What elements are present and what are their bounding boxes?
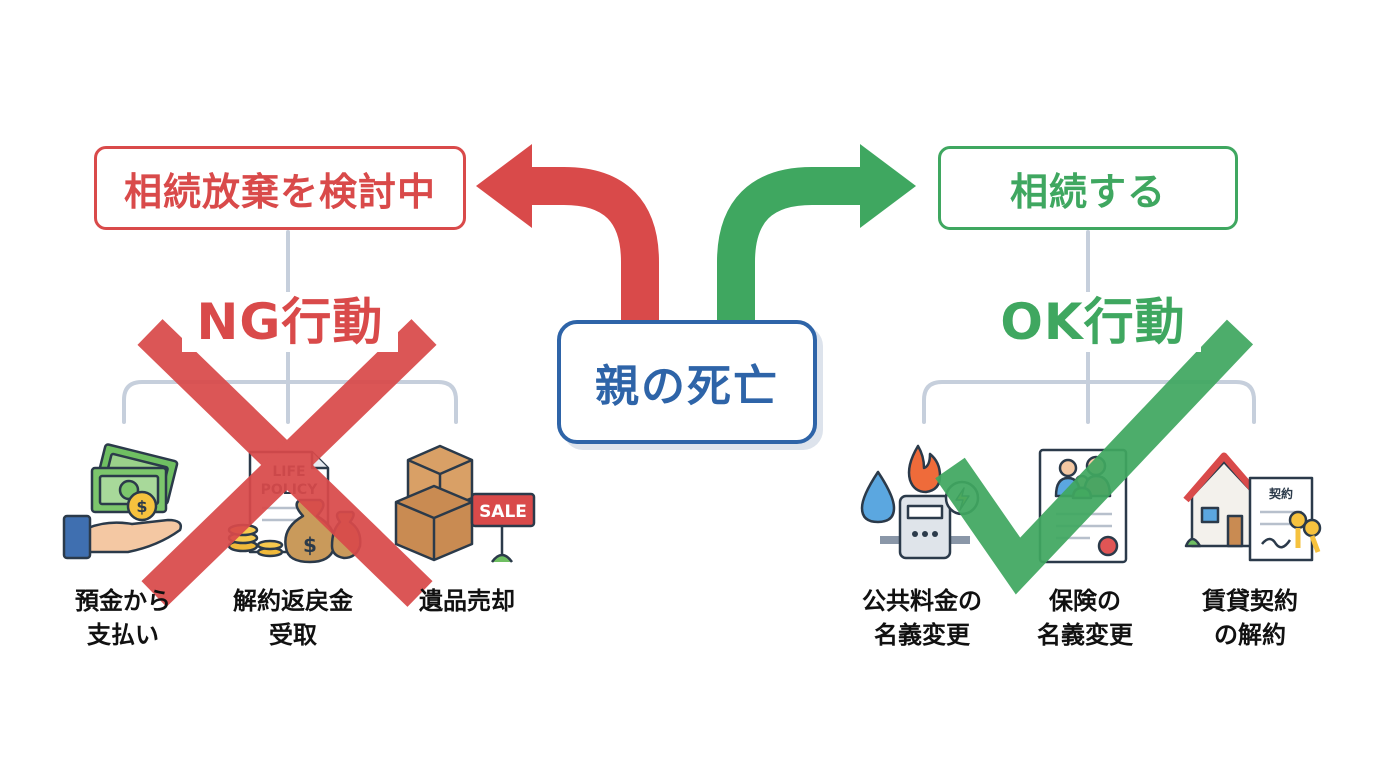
svg-text:$: $ bbox=[303, 533, 317, 557]
ok-item-label: 公共料金の 名義変更 bbox=[862, 587, 982, 649]
ng-heading: NG行動 bbox=[182, 292, 398, 352]
ng-item-label: 遺品売却 bbox=[419, 587, 515, 615]
right-branch-title: 相続する bbox=[938, 146, 1238, 230]
boxes-sale-icon: SALE bbox=[394, 444, 536, 563]
svg-text:SALE: SALE bbox=[479, 502, 527, 522]
ng-item-label: 預金から 支払い bbox=[75, 587, 171, 649]
svg-text:$: $ bbox=[136, 497, 147, 516]
red-arrow bbox=[476, 144, 659, 322]
hand-money-icon: $ bbox=[62, 443, 182, 560]
center-node: 親の死亡 bbox=[557, 320, 817, 444]
ng-item-label: 解約返戻金 受取 bbox=[233, 587, 353, 649]
right-connectors bbox=[922, 230, 1256, 424]
ok-item-label: 賃貸契約 の解約 bbox=[1202, 587, 1298, 649]
ok-item-label: 保険の 名義変更 bbox=[1037, 587, 1133, 649]
green-arrow bbox=[717, 144, 916, 322]
ng-cross-icon bbox=[137, 319, 437, 607]
ok-check-icon bbox=[935, 319, 1254, 595]
left-connectors bbox=[122, 230, 458, 424]
ok-heading: OK行動 bbox=[985, 292, 1201, 352]
left-branch-title: 相続放棄を検討中 bbox=[94, 146, 466, 230]
svg-text:契約: 契約 bbox=[1268, 486, 1293, 501]
house-contract-icon: 契約 bbox=[1183, 452, 1322, 562]
